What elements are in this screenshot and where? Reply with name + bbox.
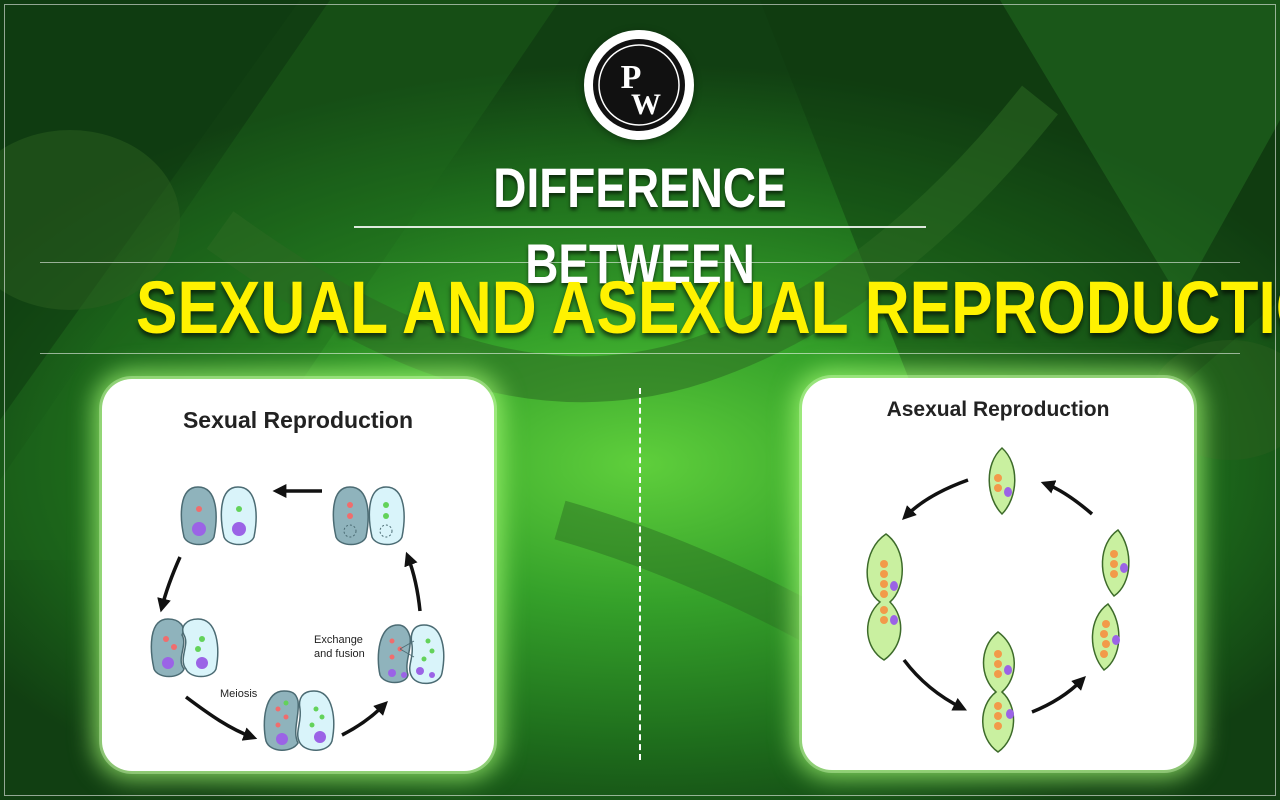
- cell-pair-top-right: [332, 486, 405, 546]
- arrow-bottom-right: [341, 701, 388, 737]
- cell-pair-top-left: [180, 486, 257, 546]
- main-title: SEXUAL AND ASEXUAL REPRODUCTION: [136, 266, 1280, 349]
- asexual-reproduction-card: Asexual Reproduction: [802, 378, 1194, 770]
- cell-pair-left-fused: [150, 618, 219, 678]
- exchange-fusion-label: Exchange and fusion: [314, 633, 365, 661]
- sexual-reproduction-title: Sexual Reproduction: [182, 407, 414, 433]
- cell-right-lower: [1091, 602, 1120, 671]
- cell-left-dividing: [866, 533, 903, 661]
- asexual-reproduction-title: Asexual Reproduction: [886, 398, 1110, 421]
- cell-pair-bottom-meiosis: [263, 690, 335, 751]
- logo-letter-p: P: [621, 59, 642, 96]
- center-divider: [639, 388, 641, 760]
- exchange-label-line2: and fusion: [314, 648, 365, 660]
- arrow-bottom-left: [184, 695, 258, 741]
- arrow-top-left: [902, 478, 969, 520]
- meiosis-label: Meiosis: [220, 688, 258, 700]
- logo-letter-w: W: [631, 88, 661, 121]
- title-band: SEXUAL AND ASEXUAL REPRODUCTION: [40, 262, 1280, 354]
- arrow-top-right: [1040, 480, 1094, 516]
- subtitle-text: DIFFERENCE BETWEEN: [493, 156, 787, 295]
- arrow-bottom-left: [902, 658, 968, 711]
- cell-bottom-dividing: [982, 631, 1015, 753]
- arrow-right: [404, 551, 422, 612]
- cell-pair-right-exchange: [377, 624, 445, 685]
- cell-right-top: [1101, 528, 1130, 597]
- sexual-cycle-diagram: [150, 484, 445, 751]
- subtitle-bar: DIFFERENCE BETWEEN: [354, 150, 926, 295]
- sexual-reproduction-card: Sexual Reproduction Exchange and fusion …: [102, 379, 494, 771]
- cell-top: [988, 446, 1016, 516]
- arrow-left: [157, 556, 182, 613]
- asexual-cycle-diagram: [866, 446, 1130, 753]
- exchange-label-line1: Exchange: [314, 634, 363, 646]
- pw-logo: P W: [584, 30, 694, 140]
- arrow-bottom-right: [1031, 676, 1086, 714]
